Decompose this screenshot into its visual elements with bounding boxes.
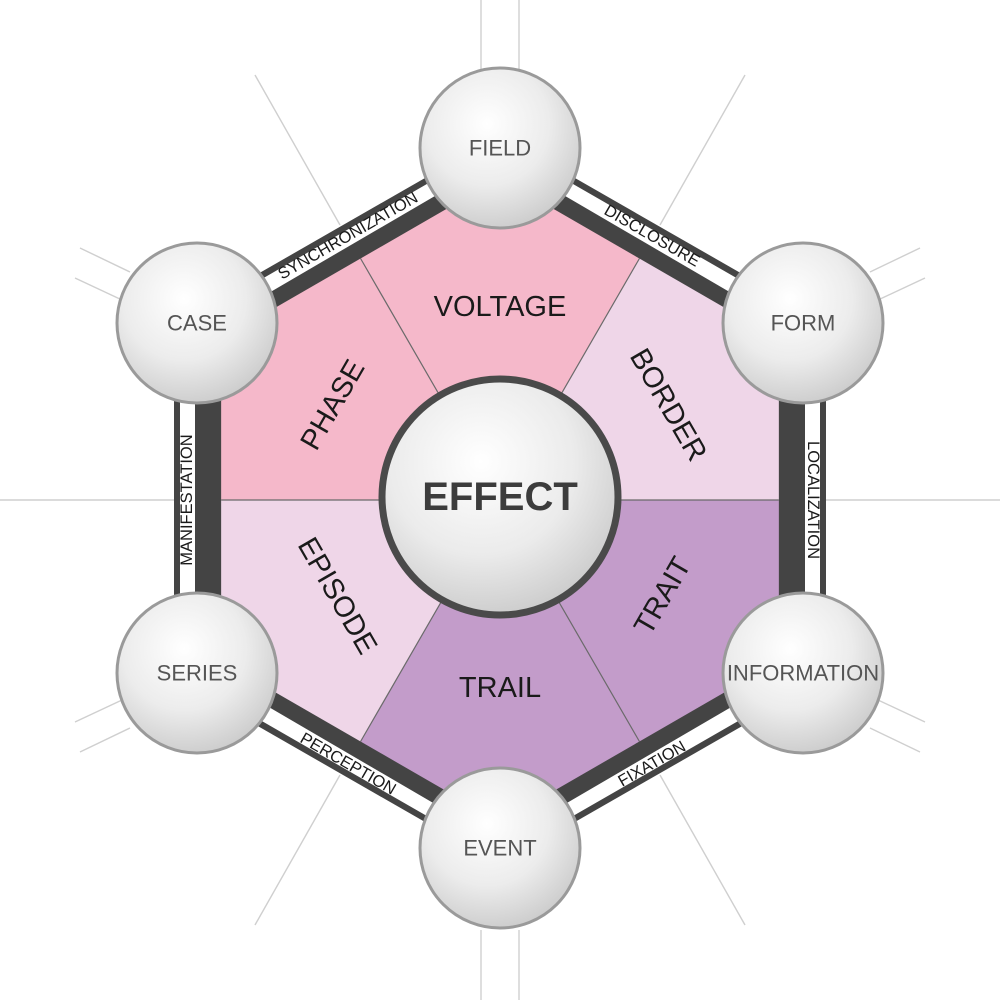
node-form: FORM (721, 241, 885, 405)
background-line (869, 247, 921, 273)
edge-label-localization: LOCALIZATION (804, 441, 822, 559)
node-label: FORM (771, 311, 836, 336)
edge-label-manifestation: MANIFESTATION (178, 434, 196, 565)
node-circle (418, 66, 582, 230)
node-label: SERIES (157, 661, 238, 686)
center-node: EFFECT (378, 375, 622, 619)
segment-label-trail: TRAIL (459, 672, 541, 704)
background-line (659, 774, 746, 926)
node-event: EVENT (418, 766, 582, 930)
node-circle (721, 591, 885, 755)
background-line (254, 774, 341, 926)
node-circle (721, 241, 885, 405)
segment-label-voltage: VOLTAGE (434, 291, 567, 323)
segment-trail (360, 500, 640, 822)
node-case: CASE (115, 241, 279, 405)
node-label: FIELD (469, 136, 531, 161)
background-line (79, 727, 131, 753)
background-line (877, 277, 926, 301)
node-circle (115, 241, 279, 405)
background-line (254, 74, 341, 226)
node-field: FIELD (418, 66, 582, 230)
node-information: INFORMATION (721, 591, 885, 755)
center-label: EFFECT (422, 475, 578, 519)
node-label: EVENT (463, 836, 536, 861)
vertex-nodes: FIELD FORM INFORMATION EVENT SERIES CASE (115, 66, 885, 930)
background-line (877, 699, 926, 723)
node-series: SERIES (115, 591, 279, 755)
center-circle (378, 375, 622, 619)
node-label: INFORMATION (727, 661, 879, 686)
node-circle (115, 591, 279, 755)
node-circle (418, 766, 582, 930)
background-line (869, 727, 921, 753)
background-line (74, 277, 123, 301)
segment-voltage (360, 178, 640, 500)
background-line (659, 74, 746, 226)
background-line (79, 247, 131, 273)
background-line (74, 699, 123, 723)
node-label: CASE (167, 311, 227, 336)
